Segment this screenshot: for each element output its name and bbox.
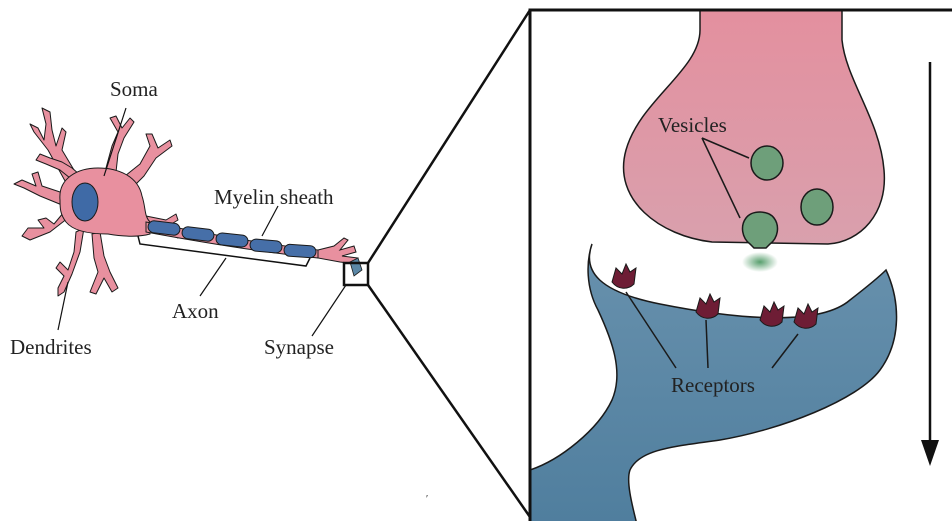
- label-dendrites: Dendrites: [10, 335, 92, 359]
- label-receptors: Receptors: [671, 373, 755, 397]
- synapse-blob: [350, 258, 362, 276]
- zoom-line-top: [368, 10, 530, 263]
- label-soma: Soma: [110, 77, 159, 101]
- zoom-line-bottom: [368, 285, 530, 517]
- vesicle-3-fusing: [743, 212, 778, 248]
- label-vesicles: Vesicles: [658, 113, 727, 137]
- vesicle-1: [751, 146, 783, 180]
- label-synapse: Synapse: [264, 335, 334, 359]
- myelin-segments: [147, 220, 316, 258]
- synapse-zoom-panel: Vesicles Receptors: [530, 0, 952, 521]
- nucleus: [72, 183, 98, 221]
- stray-mark: ′: [426, 494, 428, 505]
- neurotransmitter-release: [742, 252, 778, 272]
- synapse-leader: [312, 285, 346, 336]
- axon-leader: [200, 258, 226, 296]
- axon-terminal: [318, 238, 358, 264]
- label-axon: Axon: [172, 299, 219, 323]
- label-myelin-sheath: Myelin sheath: [214, 185, 334, 209]
- myelin-leader: [262, 206, 278, 236]
- vesicle-2: [801, 189, 833, 225]
